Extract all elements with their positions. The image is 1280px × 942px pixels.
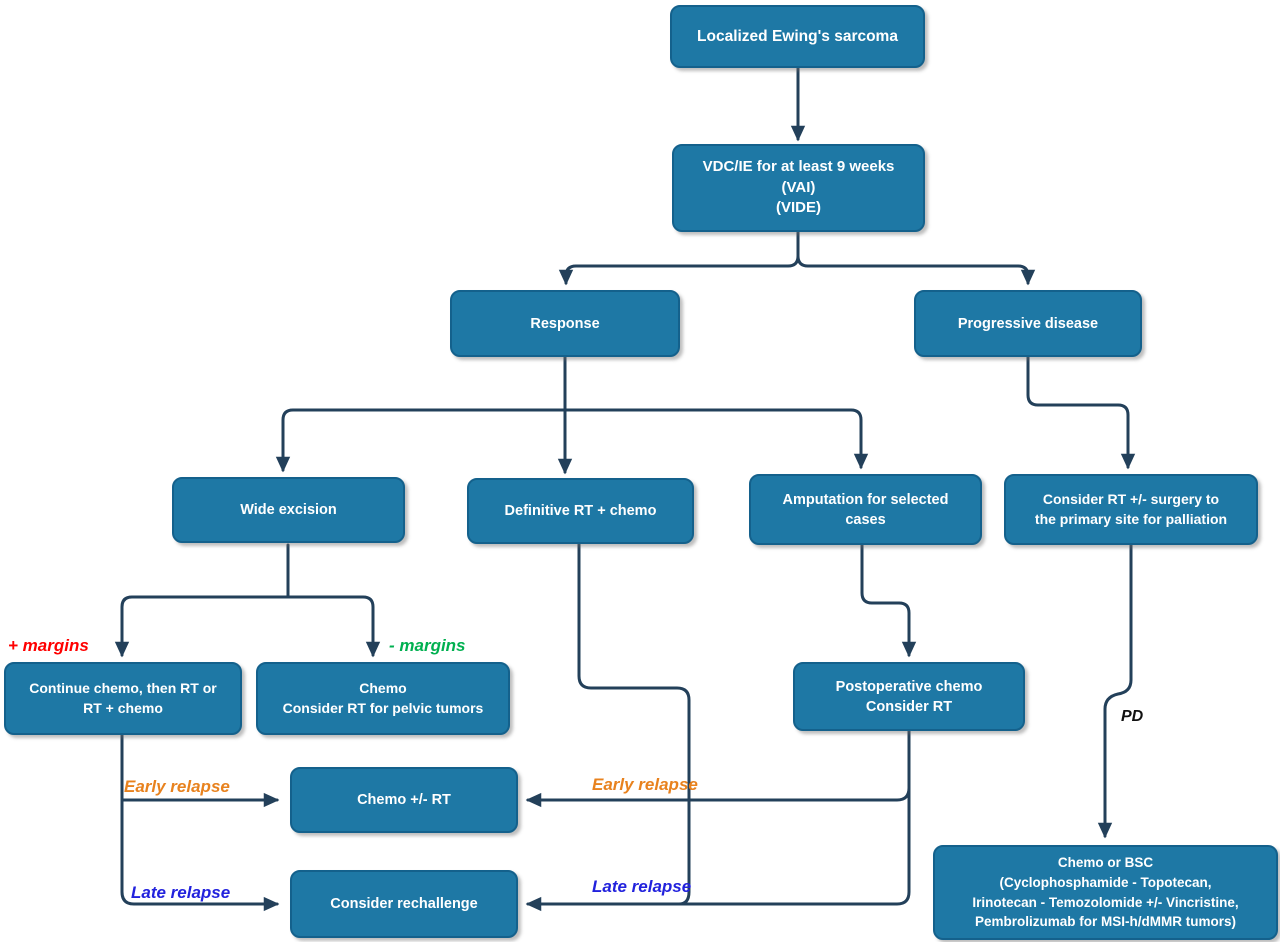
line-definitive-rt-to-late-relapse <box>577 542 691 906</box>
node-vdc-ie-chemo: VDC/IE for at least 9 weeks (VAI) (VIDE) <box>672 144 925 232</box>
edge-label-late-relapse-right: Late relapse <box>592 877 692 896</box>
node-text-line: Wide excision <box>240 502 337 518</box>
arrow-continue-chemo-late-relapse <box>120 733 280 912</box>
node-text-line: (VAI) <box>781 178 816 196</box>
arrow-wide-to-chemo-pelvic <box>286 595 381 658</box>
node-response: Response <box>450 290 680 357</box>
node-text-line: Postoperative chemo <box>835 678 983 695</box>
node-text-line: Irinotecan - Temozolomide +/- Vincristin… <box>972 894 1239 910</box>
node-consider-rt-surgery-palliation: Consider RT +/- surgery to the primary s… <box>1004 474 1258 545</box>
arrow-vdc-to-response <box>558 230 800 286</box>
edge-label-early-relapse-right: Early relapse <box>592 775 698 794</box>
arrow-progressive-to-consider-rt <box>1026 355 1136 470</box>
arrow-amputation-to-postop <box>860 543 917 658</box>
node-text-line: Chemo <box>359 680 407 697</box>
node-continue-chemo-then-rt: Continue chemo, then RT or RT + chemo <box>4 662 242 735</box>
node-chemo-consider-rt-pelvic: Chemo Consider RT for pelvic tumors <box>256 662 510 735</box>
node-progressive-disease: Progressive disease <box>914 290 1142 357</box>
node-text-line: VDC/IE for at least 9 weeks <box>702 157 895 175</box>
node-chemo-or-bsc: Chemo or BSC (Cyclophosphamide - Topotec… <box>933 845 1278 940</box>
node-text-line: cases <box>845 511 886 528</box>
node-text-line: Chemo or BSC <box>1057 855 1154 871</box>
node-wide-excision: Wide excision <box>172 477 405 543</box>
node-definitive-rt-chemo: Definitive RT + chemo <box>467 478 694 544</box>
node-text-line: Consider rechallenge <box>330 896 478 912</box>
node-text-line: (Cyclophosphamide - Topotecan, <box>999 874 1212 890</box>
node-text-line: Progressive disease <box>957 315 1099 332</box>
node-text-line: Chemo +/- RT <box>357 792 451 808</box>
node-text-line: Consider RT +/- surgery to <box>1042 491 1220 508</box>
edge-label-negative-margins: - margins <box>389 636 466 655</box>
node-text-line: Continue chemo, then RT or <box>29 680 217 697</box>
node-text-line: Consider RT for pelvic tumors <box>282 699 484 716</box>
arrow-vdc-to-progressive <box>796 230 1036 286</box>
edge-label-positive-margins: + margins <box>8 636 89 655</box>
arrow-wide-to-continue-chemo <box>114 595 290 658</box>
node-text-line: Response <box>530 315 600 332</box>
arrow-response-to-amputation <box>563 408 869 470</box>
node-chemo-plus-minus-rt: Chemo +/- RT <box>290 767 518 833</box>
node-text-line: RT + chemo <box>83 699 163 716</box>
edge-label-late-relapse-left: Late relapse <box>131 883 231 902</box>
arrow-response-to-wide-excision <box>275 408 567 473</box>
arrow-postop-late-relapse <box>525 729 911 912</box>
edge-label-pd: PD <box>1121 708 1144 725</box>
node-localized-ewings-sarcoma: Localized Ewing's sarcoma <box>670 5 925 68</box>
node-consider-rechallenge: Consider rechallenge <box>290 870 518 938</box>
arrow-postop-early-relapse <box>525 729 911 808</box>
edge-label-early-relapse-left: Early relapse <box>124 777 230 796</box>
node-text-line: Pembrolizumab for MSI-h/dMMR tumors) <box>975 914 1236 930</box>
node-postoperative-chemo: Postoperative chemo Consider RT <box>793 662 1025 731</box>
node-text-line: the primary site for palliation <box>1034 510 1228 527</box>
node-text-line: Consider RT <box>865 698 953 715</box>
node-amputation-selected-cases: Amputation for selected cases <box>749 474 982 545</box>
arrow-pd-to-chemo-bsc <box>1097 543 1133 839</box>
node-text-line: (VIDE) <box>776 199 821 217</box>
node-text-line: Localized Ewing's sarcoma <box>697 27 898 45</box>
node-text-line: Definitive RT + chemo <box>504 503 657 519</box>
node-text-line: Amputation for selected <box>782 491 949 508</box>
